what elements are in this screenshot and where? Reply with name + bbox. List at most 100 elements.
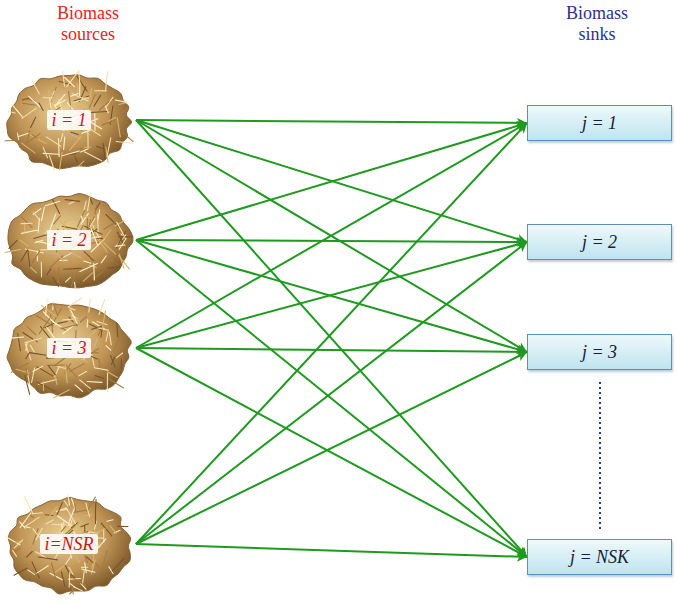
straw	[27, 326, 36, 334]
straw	[82, 571, 84, 585]
straw	[102, 551, 107, 570]
straw	[22, 103, 36, 105]
straw	[24, 223, 25, 232]
straw	[81, 524, 89, 527]
straw	[25, 130, 29, 147]
straw	[25, 338, 42, 343]
straw	[87, 381, 102, 383]
straw	[95, 376, 103, 379]
straw	[32, 368, 35, 382]
straw	[9, 241, 17, 249]
straw	[74, 504, 76, 511]
straw	[58, 322, 67, 324]
straw	[38, 380, 56, 385]
straw	[51, 320, 61, 327]
straw	[20, 513, 31, 528]
straw	[115, 100, 129, 103]
straw	[32, 81, 39, 94]
straw	[21, 230, 37, 233]
straw	[91, 111, 107, 113]
straw	[113, 337, 119, 351]
straw	[111, 356, 115, 367]
straw	[38, 218, 39, 232]
straw	[71, 310, 78, 324]
straw	[71, 577, 85, 586]
straw	[97, 321, 107, 324]
straw	[79, 82, 80, 95]
straw	[64, 253, 71, 257]
straw	[39, 103, 43, 110]
straw	[115, 221, 124, 226]
straw	[102, 311, 105, 328]
straw	[38, 557, 57, 560]
straw	[95, 509, 96, 524]
straw	[82, 130, 90, 133]
continuation-dots	[599, 382, 601, 530]
straw	[43, 97, 52, 98]
straw	[84, 252, 94, 261]
flow-arrow	[136, 240, 527, 557]
straw	[5, 140, 19, 141]
straw	[48, 507, 57, 519]
straw	[81, 213, 89, 224]
straw	[46, 298, 48, 315]
straw	[76, 556, 80, 562]
straw	[79, 317, 86, 324]
flow-arrow	[136, 123, 527, 348]
straw	[82, 567, 88, 568]
straw	[30, 345, 34, 352]
straw	[37, 316, 53, 326]
node-label: i=NSR	[40, 534, 97, 555]
straw	[122, 132, 133, 142]
straw	[41, 262, 42, 277]
straw	[88, 193, 91, 211]
flow-arrow	[136, 123, 527, 240]
straw	[5, 536, 20, 544]
straw	[55, 564, 66, 572]
straw	[116, 353, 122, 358]
straw	[64, 501, 67, 506]
straw	[71, 132, 78, 134]
straw	[34, 234, 48, 238]
straw	[69, 364, 84, 372]
straw	[8, 111, 15, 113]
pile-outline	[8, 194, 133, 288]
straw	[123, 106, 129, 112]
straw	[64, 268, 82, 270]
straw	[119, 236, 133, 237]
flow-arrow	[136, 348, 527, 352]
straw	[34, 213, 39, 220]
straw	[57, 516, 71, 526]
straw	[20, 240, 29, 246]
straw	[58, 366, 66, 368]
straw	[116, 245, 125, 246]
straw	[77, 83, 78, 94]
node-label: j = 2	[582, 232, 617, 253]
straw	[43, 381, 44, 390]
straw	[70, 587, 77, 594]
straw	[84, 201, 86, 210]
straw	[95, 90, 107, 91]
straw	[74, 282, 76, 290]
straw	[51, 315, 53, 333]
straw	[93, 264, 95, 280]
straw	[71, 94, 78, 97]
straw	[112, 558, 124, 571]
straw	[25, 375, 30, 394]
straw	[121, 354, 123, 361]
straw	[67, 72, 78, 87]
straw	[65, 566, 71, 578]
straw	[82, 383, 90, 392]
node-label: i = 1	[47, 110, 90, 131]
straw	[116, 142, 133, 144]
pile-outline	[8, 497, 130, 594]
straw	[77, 211, 84, 227]
flow-arrow	[136, 544, 527, 557]
straw	[46, 520, 53, 524]
straw	[94, 338, 98, 348]
straw	[78, 161, 83, 166]
straw	[94, 368, 108, 370]
straw	[84, 514, 91, 516]
straw	[77, 76, 87, 91]
